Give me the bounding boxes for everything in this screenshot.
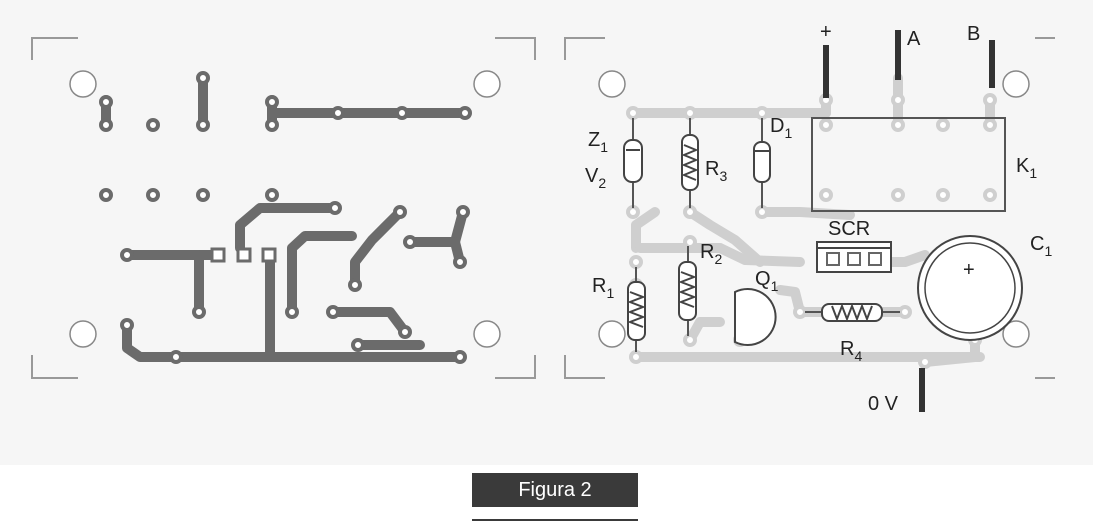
label-k1: K1 xyxy=(1016,155,1037,181)
square-pad xyxy=(236,247,252,263)
resistor-r2 xyxy=(678,246,697,336)
resistor-r3 xyxy=(681,118,699,208)
label-c1: C1 xyxy=(1030,233,1052,259)
square-pad xyxy=(210,247,226,263)
label-r1: R1 xyxy=(592,275,614,301)
mounting-hole xyxy=(598,320,626,348)
label-r2: R2 xyxy=(700,241,722,267)
mounting-hole xyxy=(473,70,501,98)
caption-underline xyxy=(472,519,638,521)
figure-caption: Figura 2 xyxy=(472,473,638,507)
corner-mark xyxy=(31,355,78,379)
transistor-q1 xyxy=(734,288,777,346)
corner-mark xyxy=(564,355,605,379)
label-q1: Q1 xyxy=(755,268,779,294)
label-z1: Z1 xyxy=(588,129,608,155)
label-d1: D1 xyxy=(770,115,792,141)
terminal-a-label: A xyxy=(907,28,921,50)
capacitor-c1 xyxy=(917,235,1023,341)
mounting-hole xyxy=(598,70,626,98)
zener-z1 xyxy=(623,118,643,208)
copper-pads xyxy=(99,71,472,364)
resistor-r4 xyxy=(805,303,900,322)
mounting-hole xyxy=(69,70,97,98)
corner-mark xyxy=(495,355,536,379)
label-v2: V2 xyxy=(585,165,606,191)
corner-mark xyxy=(564,37,605,60)
label-r3: R3 xyxy=(705,158,727,184)
mounting-hole xyxy=(1002,320,1030,348)
terminal-0v-label: 0 V xyxy=(868,393,899,415)
terminal-b-label: B xyxy=(967,23,980,45)
mounting-hole xyxy=(69,320,97,348)
diode-d1 xyxy=(753,118,771,208)
mounting-hole xyxy=(1002,70,1030,98)
copper-side-board xyxy=(31,37,536,379)
relay-k1-outline xyxy=(811,117,1006,212)
c1-polarity-mark: + xyxy=(963,259,975,281)
terminal-plus-label: + xyxy=(820,21,832,43)
resistor-r1 xyxy=(627,267,646,352)
label-r4: R4 xyxy=(840,338,862,364)
component-side-board: + A B 0 V Z1 V2 R3 D1 K1 SCR C1 + R2 Q1 … xyxy=(564,21,1055,415)
scr-device xyxy=(816,241,892,273)
paper-background xyxy=(0,0,1093,465)
label-scr: SCR xyxy=(828,218,870,240)
corner-mark xyxy=(495,37,536,60)
terminal-pins xyxy=(823,30,995,412)
copper-traces xyxy=(101,73,470,362)
square-pad xyxy=(261,247,277,263)
mounting-hole xyxy=(473,320,501,348)
corner-mark xyxy=(31,37,78,60)
